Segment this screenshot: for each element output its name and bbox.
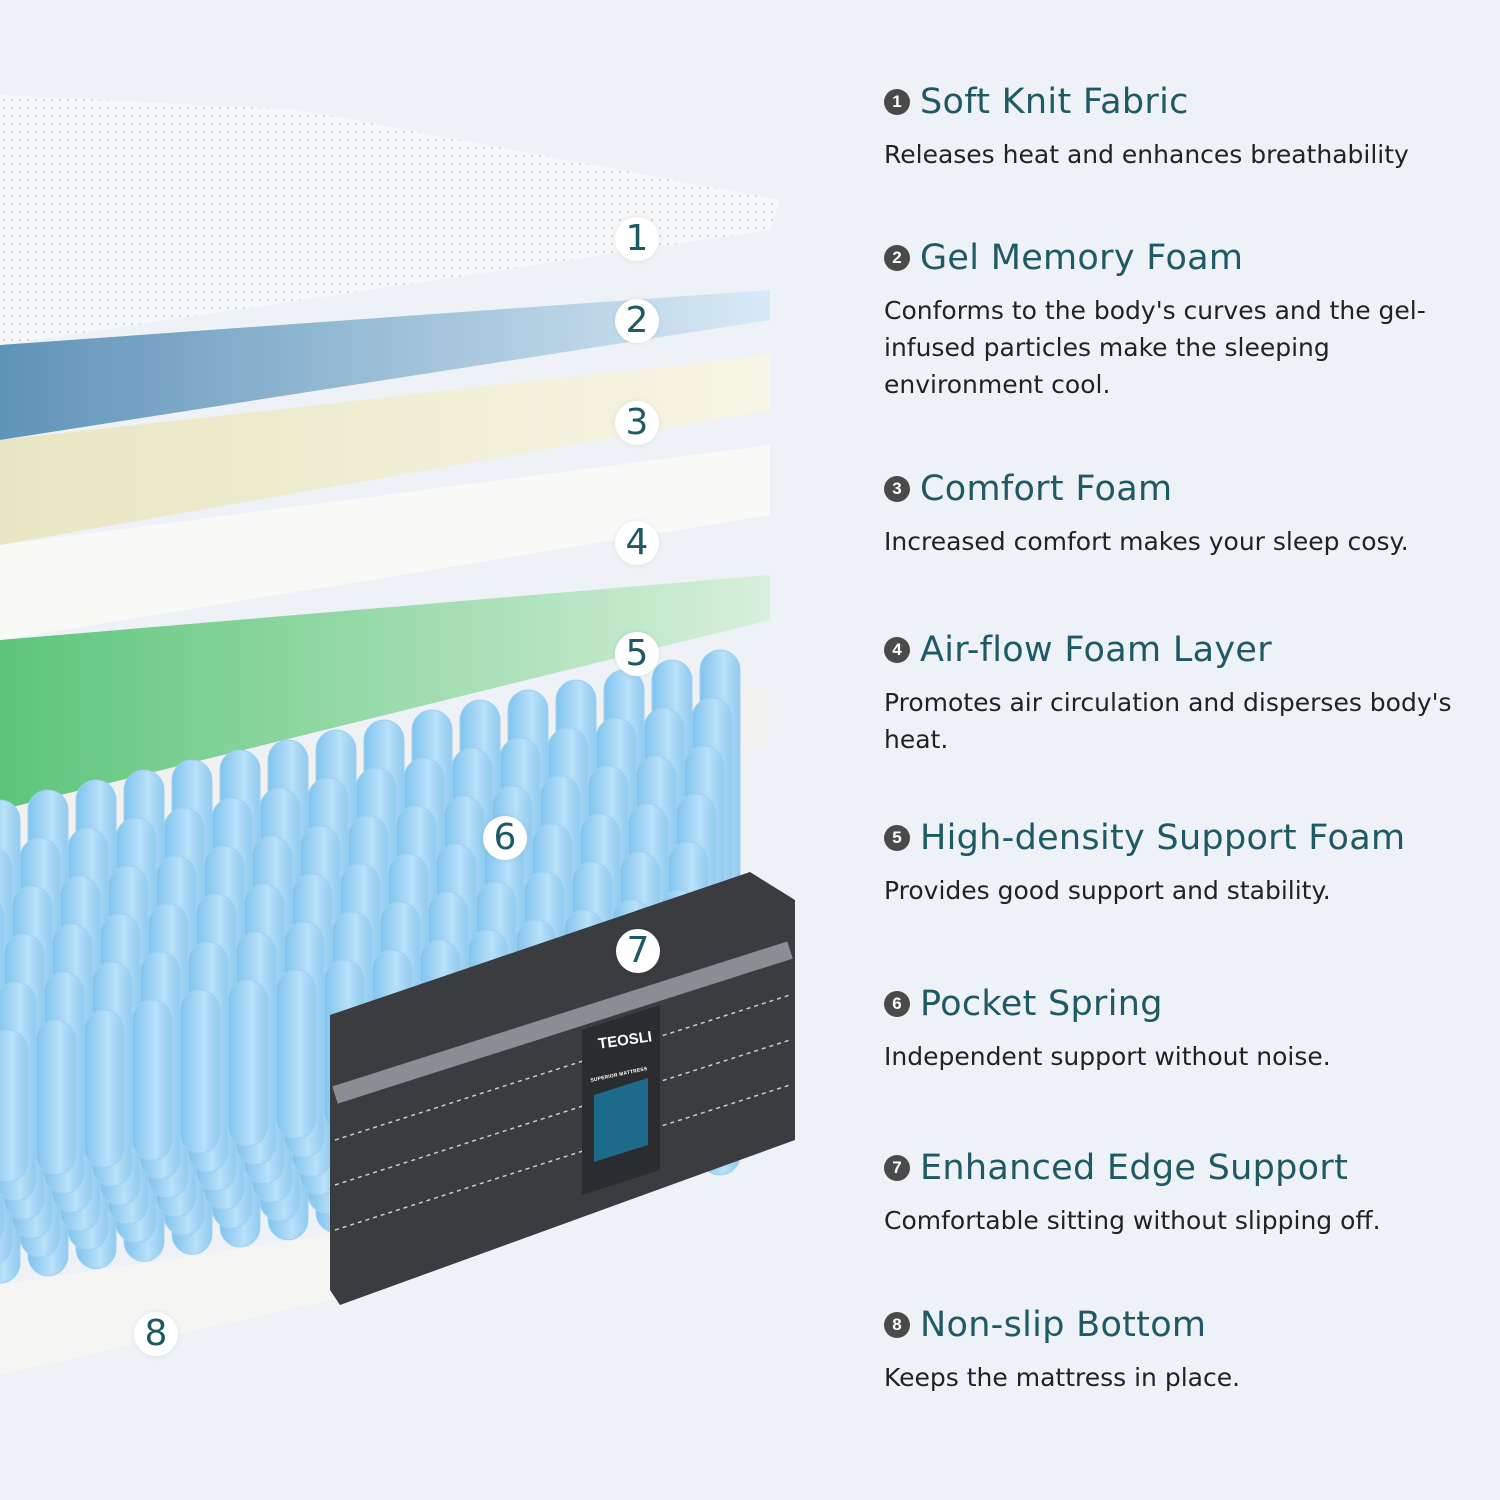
number-badge-icon: 3 [884,476,910,502]
feature-desc: Releases heat and enhances breathability [884,140,1409,169]
layer-4-airflow-foam [0,445,770,640]
number-badge-icon: 8 [884,1312,910,1338]
spring-coil [179,989,221,1154]
feature-title: High-density Support Foam [920,818,1406,858]
mattress-layers-illustration [0,95,795,1375]
feature-head: 8 Non-slip Bottom [884,1305,1484,1345]
edge-stripe [332,941,793,1104]
feature-head: 7 Enhanced Edge Support [884,1148,1484,1188]
feature-desc: Provides good support and stability. [884,876,1331,905]
feature-head: 2 Gel Memory Foam [884,238,1484,278]
feature-head: 1 Soft Knit Fabric [884,82,1484,122]
feature-title: Comfort Foam [920,469,1173,509]
spring-coil [131,999,173,1161]
marker-8: 8 [134,1312,178,1356]
spring-coil [275,969,317,1140]
spring-coil [227,979,269,1147]
marker-2: 2 [615,299,659,343]
feature-title: Non-slip Bottom [920,1305,1207,1345]
feature-desc: Independent support without noise. [884,1042,1331,1071]
number-badge-icon: 5 [884,825,910,851]
feature-title: Pocket Spring [920,984,1163,1024]
spring-coil [0,1029,29,1183]
number-badge-icon: 6 [884,991,910,1017]
number-badge-icon: 7 [884,1155,910,1181]
marker-3: 3 [615,401,659,445]
feature-desc: Comfortable sitting without slipping off… [884,1206,1381,1235]
layers-badge-icon [594,1078,648,1162]
feature-title: Soft Knit Fabric [920,82,1189,122]
feature-head: 4 Air-flow Foam Layer [884,630,1484,670]
feature-title: Air-flow Foam Layer [920,630,1272,670]
non-slip-bottom [0,1235,330,1375]
feature-desc: Promotes air circulation and disperses b… [884,688,1452,754]
feature-desc: Conforms to the body's curves and the ge… [884,296,1426,399]
spring-coil [83,1009,125,1168]
layer-5-support-foam [0,575,770,810]
number-badge-icon: 2 [884,245,910,271]
marker-6: 6 [483,816,527,860]
feature-title: Enhanced Edge Support [920,1148,1349,1188]
layer-2-gel-foam [0,290,770,440]
marker-1: 1 [615,217,659,261]
number-badge-icon: 1 [884,89,910,115]
marker-7: 7 [616,929,660,973]
feature-head: 6 Pocket Spring [884,984,1484,1024]
spring-coil [35,1019,77,1176]
layer-3-comfort-foam [0,355,770,545]
feature-desc: Increased comfort makes your sleep cosy. [884,527,1409,556]
layer-1-knit-fabric [0,95,780,345]
feature-head: 3 Comfort Foam [884,469,1484,509]
marker-4: 4 [615,521,659,565]
marker-5: 5 [615,632,659,676]
number-badge-icon: 4 [884,637,910,663]
feature-title: Gel Memory Foam [920,238,1244,278]
feature-desc: Keeps the mattress in place. [884,1363,1241,1392]
feature-head: 5 High-density Support Foam [884,818,1484,858]
